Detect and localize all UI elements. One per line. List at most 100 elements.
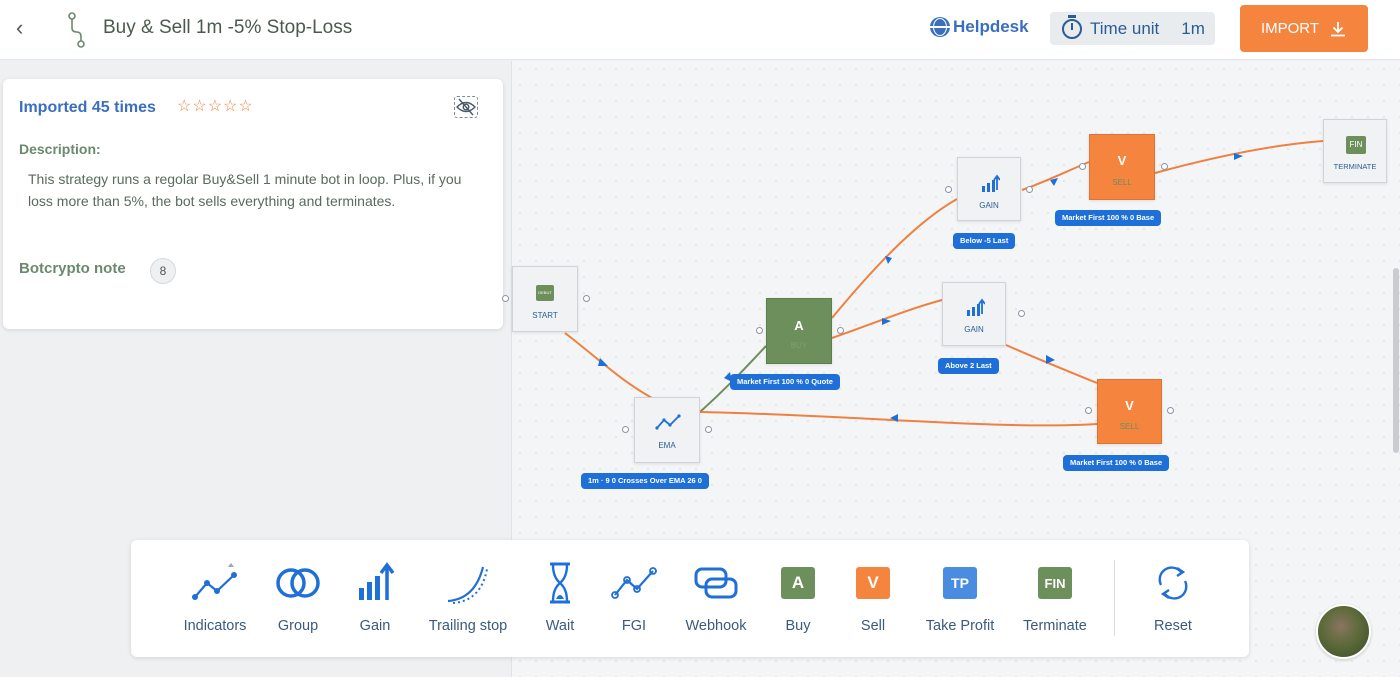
gain-mid-label: GAIN bbox=[964, 325, 984, 334]
description-label: Description: bbox=[19, 141, 101, 157]
tool-label: Webhook bbox=[685, 618, 747, 634]
tool-webhook[interactable]: Webhook bbox=[683, 560, 749, 640]
webhook-icon bbox=[694, 567, 738, 599]
gain-icon bbox=[359, 562, 395, 600]
sell-top-params[interactable]: Market First 100 % 0 Base bbox=[1055, 210, 1162, 226]
sell-bottom-sublabel: SELL bbox=[1119, 422, 1140, 431]
time-unit-value: 1m bbox=[1181, 18, 1205, 38]
tool-label: Group bbox=[277, 618, 319, 634]
port[interactable] bbox=[1167, 407, 1174, 414]
fgi-icon bbox=[611, 567, 657, 599]
node-toolbar: Indicators Group Gain Trai bbox=[131, 540, 1249, 657]
time-unit-label: Time unit bbox=[1090, 18, 1160, 38]
back-icon[interactable]: ‹ bbox=[16, 15, 24, 40]
port[interactable] bbox=[756, 327, 763, 334]
gain-icon bbox=[967, 298, 985, 316]
gain-icon bbox=[982, 174, 1000, 192]
port[interactable] bbox=[705, 426, 712, 433]
top-bar: ‹ Buy & Sell 1m -5% Stop-Loss Helpdesk T… bbox=[0, 0, 1400, 60]
tool-label: Gain bbox=[359, 618, 391, 634]
sell-bottom-params[interactable]: Market First 100 % 0 Base bbox=[1063, 455, 1170, 471]
port[interactable] bbox=[837, 327, 844, 334]
reset-icon bbox=[1158, 566, 1188, 600]
buy-icon: A bbox=[781, 567, 815, 599]
time-unit-selector[interactable]: Time unit 1m bbox=[1050, 12, 1215, 45]
tool-label: Trailing stop bbox=[428, 618, 508, 634]
tool-gain[interactable]: Gain bbox=[352, 560, 398, 640]
buy-sublabel: BUY bbox=[790, 341, 808, 350]
start-badge: DEBUT bbox=[536, 285, 554, 301]
note-count-badge: 8 bbox=[150, 258, 176, 284]
imported-count: Imported 45 times bbox=[19, 99, 156, 116]
support-avatar[interactable] bbox=[1316, 604, 1371, 659]
take-profit-icon: TP bbox=[943, 567, 977, 599]
node-gain-mid[interactable]: GAIN bbox=[942, 282, 1006, 346]
ema-label: EMA bbox=[658, 441, 676, 450]
tool-take-profit[interactable]: TP Take Profit bbox=[920, 560, 1000, 640]
tool-indicators[interactable]: Indicators bbox=[175, 560, 255, 640]
buy-letter: A bbox=[794, 318, 804, 333]
gain-mid-params[interactable]: Above 2 Last bbox=[938, 358, 999, 374]
eye-slash-icon bbox=[456, 98, 476, 116]
tool-label: Take Profit bbox=[925, 618, 995, 634]
tool-wait[interactable]: Wait bbox=[539, 560, 581, 640]
group-icon bbox=[276, 568, 320, 598]
stopwatch-icon bbox=[1062, 14, 1082, 39]
sell-bottom-letter: V bbox=[1125, 398, 1134, 413]
port[interactable] bbox=[1018, 310, 1025, 317]
download-icon bbox=[1331, 21, 1346, 36]
tool-buy[interactable]: A Buy bbox=[775, 560, 821, 640]
node-sell-bottom[interactable]: V SELL bbox=[1097, 379, 1162, 444]
helpdesk-link[interactable]: Helpdesk bbox=[930, 17, 1029, 37]
port[interactable] bbox=[1026, 186, 1033, 193]
node-start[interactable]: DEBUT START bbox=[512, 266, 578, 332]
indicator-line-icon bbox=[655, 414, 681, 430]
port[interactable] bbox=[502, 295, 509, 302]
port[interactable] bbox=[1161, 163, 1168, 170]
tool-group[interactable]: Group bbox=[273, 560, 323, 640]
tool-label: Reset bbox=[1154, 618, 1192, 634]
globe-icon bbox=[930, 17, 950, 37]
port[interactable] bbox=[1079, 163, 1086, 170]
description-text: This strategy runs a regolar Buy&Sell 1 … bbox=[28, 171, 462, 209]
node-sell-top[interactable]: V SELL bbox=[1089, 134, 1155, 200]
gain-top-params[interactable]: Below -5 Last bbox=[953, 233, 1016, 249]
sell-top-letter: V bbox=[1117, 153, 1127, 168]
canvas-scrollbar[interactable] bbox=[1393, 268, 1399, 453]
port[interactable] bbox=[1085, 407, 1092, 414]
tool-reset[interactable]: Reset bbox=[1149, 560, 1197, 640]
hourglass-icon bbox=[550, 562, 570, 604]
terminate-label: TERMINATE bbox=[1333, 162, 1377, 171]
buy-params[interactable]: Market First 100 % 0 Quote bbox=[730, 374, 840, 390]
strategy-info-card: Imported 45 times ☆☆☆☆☆ Description: Thi… bbox=[3, 79, 503, 329]
start-label: START bbox=[532, 311, 558, 320]
toolbar-divider bbox=[1114, 560, 1115, 636]
terminate-badge: FIN bbox=[1346, 136, 1366, 154]
ema-params[interactable]: 1m · 9 0 Crosses Over EMA 26 0 bbox=[581, 473, 709, 489]
terminate-icon: FIN bbox=[1038, 567, 1072, 599]
node-gain-top[interactable]: GAIN bbox=[957, 157, 1021, 221]
hide-panel-button[interactable] bbox=[454, 96, 478, 118]
strategy-flow-icon bbox=[68, 12, 85, 48]
gain-top-label: GAIN bbox=[979, 201, 999, 210]
port[interactable] bbox=[583, 295, 590, 302]
tool-fgi[interactable]: FGI bbox=[609, 560, 659, 640]
rating-stars[interactable]: ☆☆☆☆☆ bbox=[177, 98, 254, 115]
node-ema[interactable]: EMA bbox=[634, 397, 700, 463]
helpdesk-label: Helpdesk bbox=[953, 17, 1029, 36]
tool-label: FGI bbox=[621, 618, 647, 634]
tool-terminate[interactable]: FIN Terminate bbox=[1017, 560, 1093, 640]
indicators-icon bbox=[192, 563, 237, 600]
sell-icon: V bbox=[856, 567, 890, 599]
import-button[interactable]: IMPORT bbox=[1240, 5, 1368, 52]
botcrypto-note-label: Botcrypto note bbox=[19, 260, 126, 277]
port[interactable] bbox=[945, 186, 952, 193]
port[interactable] bbox=[622, 426, 629, 433]
tool-trailing-stop[interactable]: Trailing stop bbox=[423, 560, 513, 640]
trailing-stop-icon bbox=[447, 566, 488, 604]
node-terminate[interactable]: FIN TERMINATE bbox=[1323, 119, 1387, 183]
tool-sell[interactable]: V Sell bbox=[850, 560, 896, 640]
tool-label: Buy bbox=[785, 618, 811, 634]
node-buy[interactable]: A BUY bbox=[766, 298, 832, 364]
tool-label: Indicators bbox=[183, 618, 247, 634]
